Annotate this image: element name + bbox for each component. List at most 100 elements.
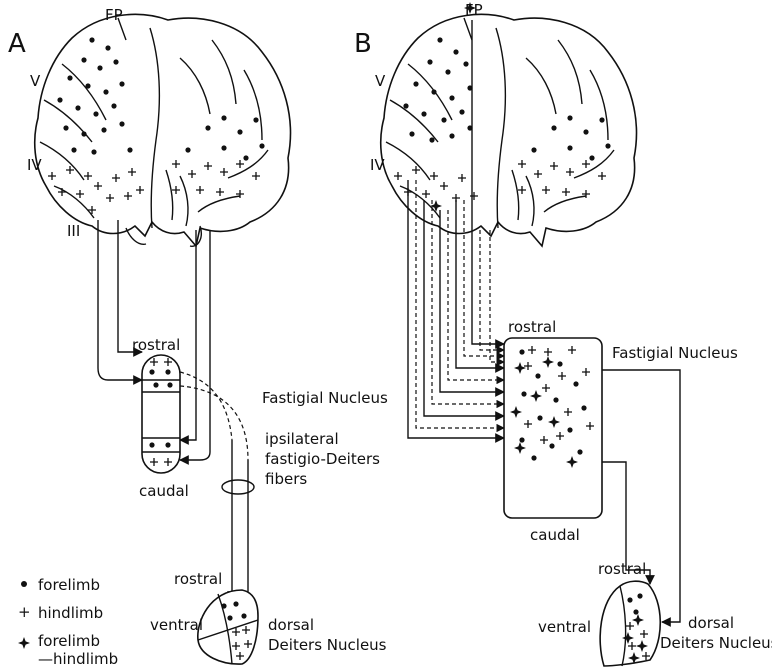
- forelimb-dot-marker: [165, 369, 170, 374]
- fp-label-a: FP: [105, 6, 123, 24]
- forelimb-dot-marker: [119, 81, 124, 86]
- forelimb-dot-marker: [549, 443, 554, 448]
- forelimb-dot-marker: [521, 391, 526, 396]
- forelimb-dot-marker: [605, 143, 610, 148]
- fastigial-nucleus-label-b: Fastigial Nucleus: [612, 344, 738, 362]
- fp-label-b: FP: [465, 1, 483, 19]
- fastigial-nucleus-b: [504, 338, 602, 518]
- forelimb-dot-marker: [553, 397, 558, 402]
- forelimb-dot-marker: [241, 613, 246, 618]
- deiters-rostral-label-a: rostral: [174, 570, 222, 588]
- forelimb-dot-marker: [567, 427, 572, 432]
- forelimb-dot-marker: [427, 59, 432, 64]
- forelimb-dot-marker: [537, 415, 542, 420]
- lobule-iii-label-a: III: [67, 222, 80, 240]
- forelimb-dot-marker: [599, 117, 604, 122]
- fastigial-caudal-label-b: caudal: [530, 526, 580, 544]
- forelimb-dot-marker: [589, 155, 594, 160]
- forelimb-dot-marker: [63, 125, 68, 130]
- cerebellum-b: [381, 14, 637, 246]
- deiters-ventral-label-a: ventral: [150, 616, 203, 634]
- forelimb-dot-marker: [97, 65, 102, 70]
- forelimb-dot-marker: [221, 603, 226, 608]
- forelimb-dot-marker: [409, 131, 414, 136]
- fastigial-rostral-label-b: rostral: [508, 318, 556, 336]
- forelimb-dot-marker: [111, 103, 116, 108]
- legend-hindlimb-label: hindlimb: [38, 604, 103, 622]
- panel-a-letter: A: [8, 29, 26, 59]
- forelimb-dot-marker: [167, 382, 172, 387]
- fastigial-nucleus-a: [142, 355, 180, 473]
- deiters-dorsal-label-b: dorsal: [688, 614, 734, 632]
- forelimb-dot-marker: [75, 105, 80, 110]
- forelimb-dot-marker: [205, 125, 210, 130]
- forelimb-dot-marker: [105, 45, 110, 50]
- legend-forelimb-dot: [21, 581, 27, 587]
- forelimb-dot-marker: [627, 597, 632, 602]
- cerebellum-a: [35, 14, 291, 246]
- forelimb-dot-marker: [149, 442, 154, 447]
- forelimb-dot-marker: [237, 129, 242, 134]
- forelimb-dot-marker: [567, 115, 572, 120]
- lobule-iv-label-a: IV: [27, 156, 42, 174]
- forelimb-dot-marker: [519, 349, 524, 354]
- forelimb-dot-marker: [445, 69, 450, 74]
- forelimb-dot-marker: [221, 145, 226, 150]
- legend-both-label-2: —hindlimb: [38, 650, 118, 668]
- forelimb-dot-marker: [551, 125, 556, 130]
- forelimb-dot-marker: [165, 442, 170, 447]
- deiters-rostral-label-b: rostral: [598, 560, 646, 578]
- lobule-iv-label-b: IV: [370, 156, 385, 174]
- legend-both-star: [18, 637, 30, 649]
- fastigial-nucleus-label-a: Fastigial Nucleus: [262, 389, 388, 407]
- forelimb-dot-marker: [413, 81, 418, 86]
- panel-b-letter: B: [354, 29, 372, 59]
- forelimb-dot-marker: [103, 89, 108, 94]
- forelimb-dot-marker: [149, 369, 154, 374]
- deiters-nucleus-label-b: Deiters Nucleus: [660, 634, 772, 652]
- forelimb-dot-marker: [567, 145, 572, 150]
- fiber-label-line1: ipsilateral: [265, 430, 339, 448]
- forelimb-dot-marker: [637, 593, 642, 598]
- forelimb-dot-marker: [557, 361, 562, 366]
- forelimb-dot-marker: [119, 121, 124, 126]
- forelimb-dot-marker: [85, 83, 90, 88]
- forelimb-dot-marker: [449, 133, 454, 138]
- forelimb-dot-marker: [221, 115, 226, 120]
- forelimb-dot-marker: [81, 131, 86, 136]
- legend-forelimb-label: forelimb: [38, 576, 100, 594]
- lobule-v-label-a: V: [30, 72, 41, 90]
- forelimb-dot-marker: [243, 155, 248, 160]
- legend-both-label-1: forelimb: [38, 632, 100, 650]
- fastigial-rostral-label-a: rostral: [132, 336, 180, 354]
- deiters-nucleus-a: [198, 590, 258, 664]
- forelimb-dot-marker: [259, 143, 264, 148]
- forelimb-dot-marker: [573, 381, 578, 386]
- forelimb-dot-marker: [101, 127, 106, 132]
- forelimb-dot-marker: [93, 111, 98, 116]
- forelimb-dot-marker: [519, 437, 524, 442]
- forelimb-dot-marker: [531, 455, 536, 460]
- lobule-v-label-b: V: [375, 72, 386, 90]
- forelimb-dot-marker: [113, 59, 118, 64]
- forelimb-dot-marker: [437, 37, 442, 42]
- forelimb-dot-marker: [67, 75, 72, 80]
- legend: forelimb + hindlimb forelimb —hindlimb: [18, 576, 118, 668]
- forelimb-dot-marker: [153, 382, 158, 387]
- deiters-ventral-label-b: ventral: [538, 618, 591, 636]
- fiber-label-line2: fastigio-Deiters: [265, 450, 380, 468]
- forelimb-dot-marker: [429, 137, 434, 142]
- forelimb-dot-marker: [583, 129, 588, 134]
- forelimb-dot-marker: [531, 147, 536, 152]
- forelimb-dot-marker: [459, 109, 464, 114]
- forelimb-dot-marker: [185, 147, 190, 152]
- forelimb-dot-marker: [89, 37, 94, 42]
- forelimb-dot-marker: [91, 149, 96, 154]
- legend-hindlimb-plus: +: [18, 603, 31, 621]
- fiber-label-line3: fibers: [265, 470, 307, 488]
- forelimb-dot-marker: [633, 609, 638, 614]
- forelimb-dot-marker: [227, 615, 232, 620]
- forelimb-dot-marker: [421, 111, 426, 116]
